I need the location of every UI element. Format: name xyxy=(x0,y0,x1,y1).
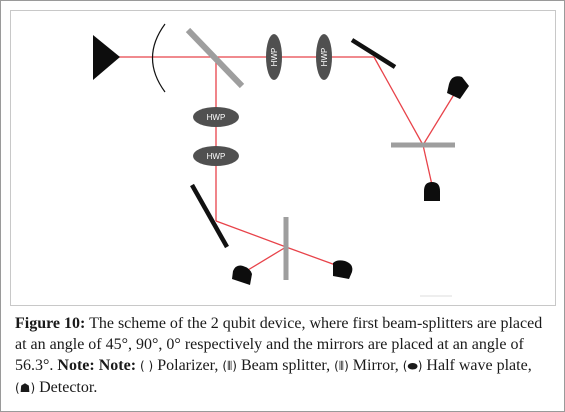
figure-caption: Figure 10: The scheme of the 2 qubit dev… xyxy=(15,313,555,399)
beam-lower-to-splitter xyxy=(215,220,287,248)
note-label: Note: Note: xyxy=(57,357,137,374)
half-wave-plate-left-1: HWP xyxy=(193,107,239,127)
caption-text: The scheme of the 2 qubit device, where … xyxy=(15,315,543,374)
detector-lower-right-icon xyxy=(333,260,353,279)
mirror-icon-inline: (⦀) xyxy=(334,359,349,373)
beam-lower-to-detector-left xyxy=(242,246,287,274)
hwp-label-top-1: HWP xyxy=(270,48,279,67)
laser-beams xyxy=(118,56,459,274)
mirror-lower-left xyxy=(190,183,229,249)
detector-right-bottom-icon xyxy=(424,182,440,201)
mirror-top-right xyxy=(350,38,397,69)
beam-lower-to-detector-right xyxy=(285,246,342,268)
legend-detector: Detector. xyxy=(35,379,98,396)
hwp-label-top-2: HWP xyxy=(320,48,329,67)
hwp-label-left-2: HWP xyxy=(207,152,226,161)
legend-mirror: Mirror, xyxy=(348,357,403,374)
laser-source-icon xyxy=(93,35,120,80)
legend-beam-splitter: Beam splitter, xyxy=(236,357,335,374)
polarizer-icon xyxy=(152,23,166,93)
beam-right-down xyxy=(373,56,424,146)
beam-splitter-icon-inline: (⦀) xyxy=(222,359,237,373)
detector-icon-inline: (☗) xyxy=(15,381,36,395)
beam-right-to-detector-top xyxy=(422,87,459,146)
detector-top-right-icon xyxy=(447,76,469,99)
beam-splitter-1 xyxy=(185,27,245,89)
half-wave-plate-left-2: HWP xyxy=(193,146,239,166)
half-wave-plate-top-2: HWP xyxy=(316,34,332,80)
legend-polarizer: Polarizer, xyxy=(153,357,223,374)
hwp-label-left-1: HWP xyxy=(207,113,226,122)
half-wave-plate-icon-inline: (⬬) xyxy=(402,359,423,373)
figure-label: Figure 10: xyxy=(15,315,86,332)
beam-right-to-detector-bottom xyxy=(422,144,433,186)
optical-setup-diagram: HWP HWP HWP HWP xyxy=(93,23,469,297)
legend-half-wave-plate: Half wave plate, xyxy=(422,357,532,374)
polarizer-icon-inline: ( ) xyxy=(140,359,154,373)
half-wave-plate-top-1: HWP xyxy=(266,34,282,80)
detector-lower-left-icon xyxy=(232,265,252,285)
